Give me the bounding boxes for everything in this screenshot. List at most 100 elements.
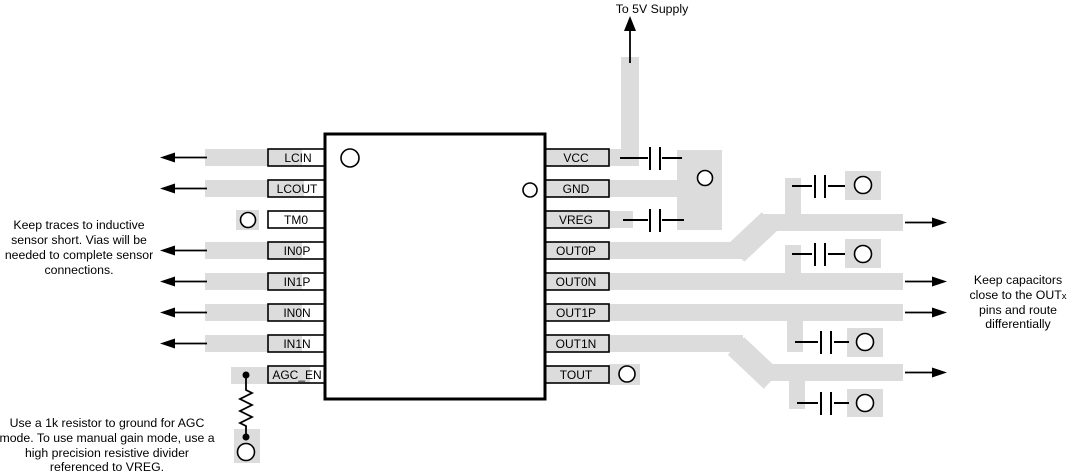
annotation-output-caps: Keep capacitors close to the OUTx pins a… bbox=[969, 273, 1066, 331]
trace-lcout bbox=[205, 180, 304, 197]
via-icon bbox=[618, 365, 636, 383]
pin-label: IN1P bbox=[284, 275, 311, 289]
capacitor-icon-out1p bbox=[795, 331, 849, 354]
ground-pour bbox=[677, 150, 722, 230]
trace-gnd bbox=[545, 180, 677, 197]
pin-box-vreg bbox=[544, 210, 610, 229]
capacitor-icon-vcc bbox=[620, 147, 682, 170]
resistor-icon bbox=[237, 371, 255, 441]
trace-tout bbox=[545, 366, 615, 383]
pin-label: OUT1N bbox=[556, 337, 597, 351]
stem-out0p-cap bbox=[785, 178, 801, 222]
pin1-indicator-icon bbox=[340, 148, 360, 168]
pin-label: IN0P bbox=[284, 244, 311, 258]
capacitor-icon-vreg bbox=[623, 209, 684, 232]
pin-label: LCIN bbox=[284, 151, 311, 165]
arrow-left-icon bbox=[160, 245, 207, 256]
annotation-line: Use a 1k resistor to ground for AGC bbox=[10, 416, 205, 430]
pin-label: VREG bbox=[559, 213, 593, 227]
right-pin-boxes bbox=[544, 148, 610, 384]
pin-label: IN0N bbox=[283, 306, 310, 320]
annotation-line: sensor short. Vias will be bbox=[11, 233, 147, 247]
trace-vcc bbox=[545, 149, 638, 166]
pin-box-tm0 bbox=[267, 210, 326, 229]
via-icon bbox=[239, 211, 257, 229]
junction-dot bbox=[242, 433, 250, 441]
pin-label: OUT0N bbox=[556, 275, 597, 289]
pin-box-in0p bbox=[267, 241, 326, 260]
arrow-left-icon bbox=[160, 152, 207, 163]
annotation-inductive-sensor: Keep traces to inductive sensor short. V… bbox=[5, 218, 153, 277]
capacitor-icon-out0n bbox=[792, 243, 845, 266]
annotation-line: Keep capacitors bbox=[974, 273, 1062, 287]
pin-box-out0p bbox=[544, 241, 610, 260]
annotation-line: needed to complete sensor bbox=[5, 248, 153, 262]
pin-label: TM0 bbox=[284, 213, 308, 227]
arrow-left-icon bbox=[160, 276, 207, 287]
pin-box-in1n bbox=[267, 334, 326, 353]
arrows bbox=[160, 16, 947, 378]
annotation-agc-resistor: Use a 1k resistor to ground for AGC mode… bbox=[0, 416, 215, 474]
pin-label: LCOUT bbox=[277, 182, 318, 196]
pin-box-in1p bbox=[267, 272, 326, 291]
arrow-right-icon bbox=[905, 217, 947, 228]
trace-5v-vertical bbox=[621, 57, 639, 166]
arrow-right-icon bbox=[905, 307, 947, 318]
trace-in0n bbox=[205, 304, 302, 321]
trace-out1p bbox=[545, 304, 903, 321]
left-pin-labels: LCIN LCOUT TM0 IN0P IN1P IN0N IN1N AGC_E… bbox=[272, 151, 321, 382]
pin-box-out0n bbox=[544, 272, 610, 291]
capacitor-icon-out1n bbox=[797, 392, 849, 415]
trace-out0p bbox=[545, 242, 743, 259]
pin-box-lcin bbox=[267, 148, 326, 167]
via-icon bbox=[855, 332, 875, 352]
right-pin-labels: VCC GND VREG OUT0P OUT0N OUT1P OUT1N TOU… bbox=[556, 151, 597, 382]
pin-box-agc-en bbox=[267, 365, 326, 384]
pin-box-lcout bbox=[267, 179, 326, 198]
pin-label: AGC_EN bbox=[272, 368, 321, 382]
pin-box-tout bbox=[544, 365, 610, 384]
ic-body bbox=[323, 132, 547, 401]
via-icon bbox=[853, 175, 873, 195]
trace-vreg bbox=[545, 211, 633, 228]
annotation-line: differentially bbox=[985, 317, 1051, 331]
capacitor-icon-out0p bbox=[792, 175, 845, 198]
arrow-left-icon bbox=[160, 307, 207, 318]
pin-label: OUT1P bbox=[556, 306, 596, 320]
via-icon bbox=[855, 393, 875, 413]
pin-label: GND bbox=[563, 182, 590, 196]
annotation-line: connections. bbox=[44, 263, 113, 277]
annotation-line: Keep traces to inductive bbox=[13, 218, 144, 232]
stem-out1n-cap bbox=[789, 373, 805, 409]
pin-box-vcc bbox=[544, 148, 610, 167]
vias bbox=[236, 169, 875, 462]
via-icon bbox=[853, 244, 873, 264]
annotation-line: close to the OUTx bbox=[969, 288, 1066, 302]
arrow-right-icon bbox=[905, 276, 947, 287]
via-icon bbox=[236, 442, 256, 462]
trace-in1p bbox=[205, 273, 302, 290]
trace-in0p bbox=[205, 242, 302, 259]
trace-out0p-upper bbox=[763, 214, 903, 231]
capacitors bbox=[620, 147, 849, 415]
stem-out0n-cap bbox=[785, 245, 801, 281]
arrow-left-icon bbox=[160, 183, 207, 194]
via-icon bbox=[696, 169, 714, 187]
arrow-right-icon bbox=[905, 367, 947, 378]
pin-label: TOUT bbox=[560, 368, 593, 382]
annotation-line: pins and route bbox=[979, 303, 1057, 317]
pin-box-gnd bbox=[544, 179, 610, 198]
trace-agc-en bbox=[231, 367, 310, 384]
stem-out1p-cap bbox=[787, 312, 803, 352]
arrow-left-icon bbox=[160, 338, 207, 349]
pin-box-out1p bbox=[544, 303, 610, 322]
trace-out0n bbox=[545, 273, 903, 290]
trace-lcin bbox=[205, 149, 302, 166]
left-pin-boxes bbox=[267, 148, 326, 384]
annotation-line: mode. To use manual gain mode, use a bbox=[0, 431, 215, 445]
pin-label: IN1N bbox=[283, 337, 310, 351]
trace-in1n bbox=[205, 335, 302, 352]
trace-out1n-lower bbox=[763, 364, 903, 381]
